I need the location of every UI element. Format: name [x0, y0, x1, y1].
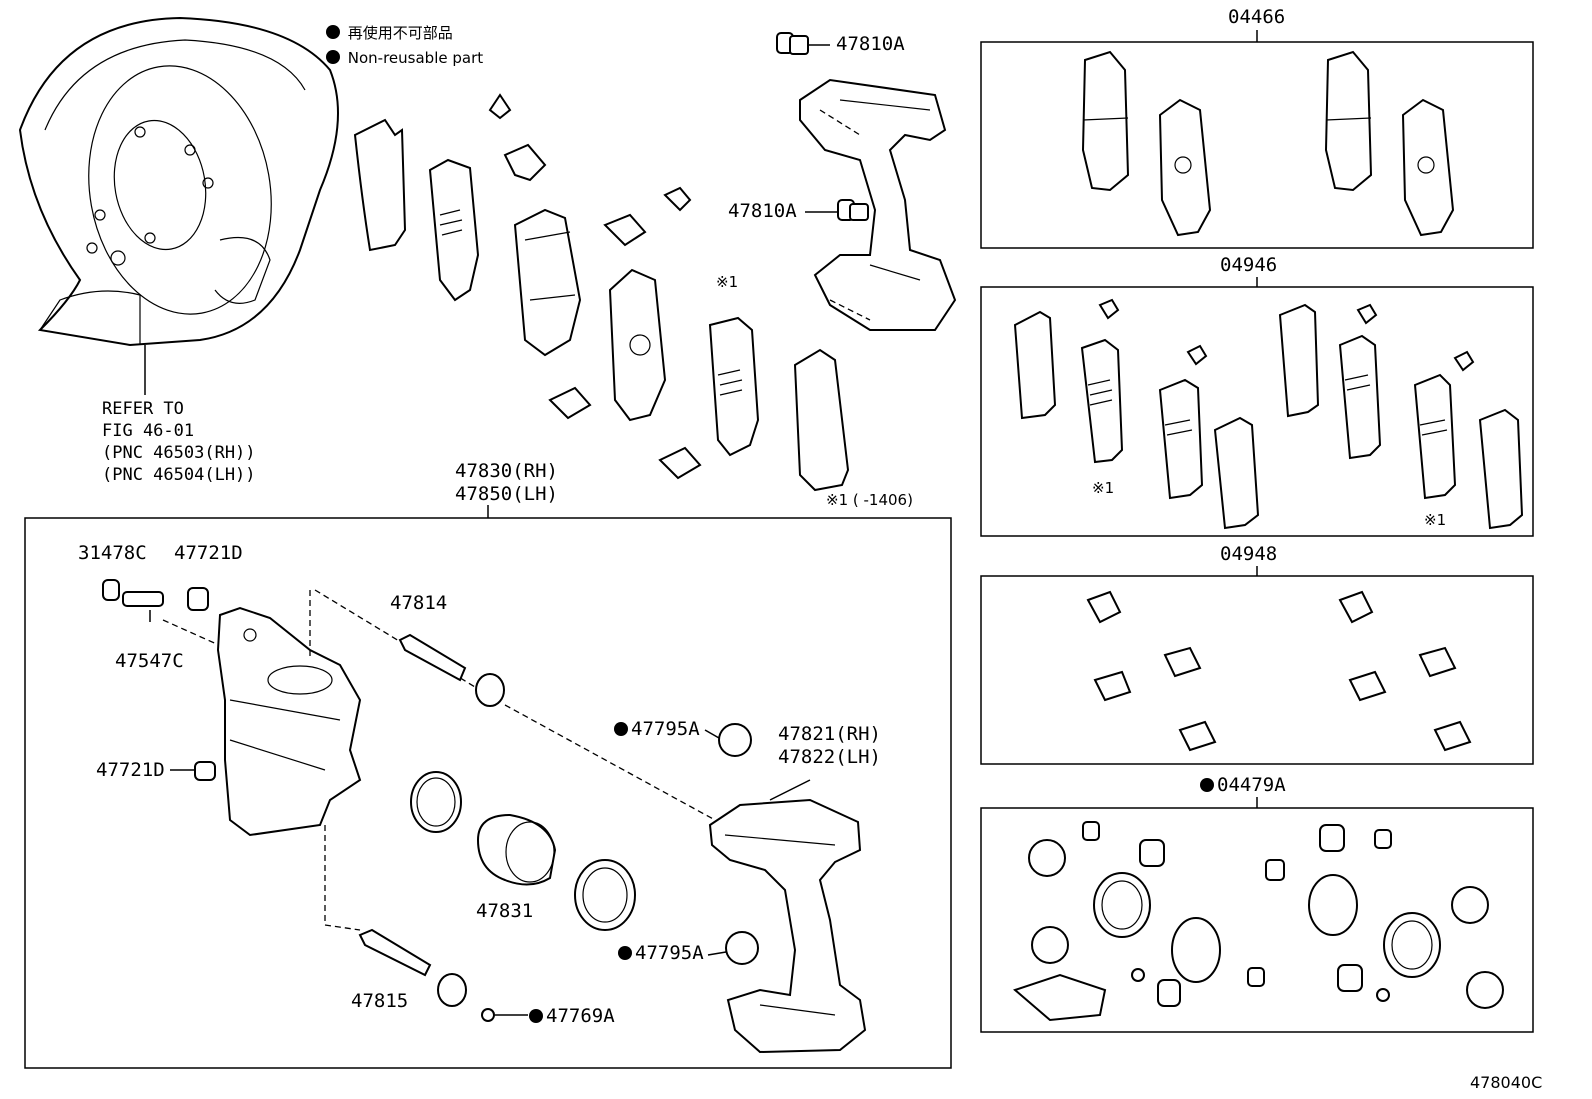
- figure-id: 478040C: [1470, 1073, 1543, 1092]
- part-47795A-bottom: 47795A: [618, 943, 704, 964]
- mount-leader-line: [769, 779, 811, 801]
- part-47795A-bottom-text: 47795A: [635, 942, 704, 964]
- reference-line-4: (PNC 46504(LH)): [102, 465, 256, 485]
- footnote-label: ※1 ( -1406): [826, 491, 913, 509]
- non-reusable-dot-icon: [529, 1009, 543, 1023]
- group-04466-label: 04466: [1228, 6, 1286, 28]
- part-47810A-mid: 47810A: [728, 200, 797, 222]
- shims-04946-drawing: [1013, 298, 1524, 530]
- caliper-assembly-drawing: [102, 579, 867, 1054]
- pads-04466-drawing: [1081, 50, 1455, 237]
- part-47815: 47815: [351, 990, 409, 1012]
- part-47721D-side: 47721D: [96, 759, 165, 781]
- part-47547C: 47547C: [115, 650, 184, 672]
- non-reusable-dot-icon: [614, 722, 628, 736]
- part-47821: 47821(RH): [778, 723, 881, 745]
- part-31478C: 31478C: [78, 542, 147, 564]
- bolt-47810A-drawing: [776, 32, 869, 221]
- group-04948-label: 04948: [1220, 543, 1278, 565]
- caliper-assy-lh: 47850(LH): [455, 483, 558, 505]
- legend-english-text: Non-reusable part: [347, 49, 484, 67]
- part-47795A-top-text: 47795A: [631, 718, 700, 740]
- reference-line-3: (PNC 46503(RH)): [102, 443, 256, 463]
- shim-mark-label-b: ※1: [1424, 511, 1447, 529]
- kit-04479A-drawing: [1013, 821, 1504, 1022]
- part-47721D-top: 47721D: [174, 542, 243, 564]
- group-04479A-text: 04479A: [1217, 774, 1286, 796]
- non-reusable-dot-icon: [326, 25, 340, 39]
- part-47795A-top: 47795A: [614, 719, 700, 740]
- legend-japanese: 再使用不可部品: [326, 23, 453, 44]
- part-47810A-top: 47810A: [836, 33, 905, 55]
- pad-shim-row-drawing: [353, 93, 850, 492]
- part-47814: 47814: [390, 592, 448, 614]
- reference-line-1: REFER TO: [102, 399, 184, 419]
- group-04946-label: 04946: [1220, 254, 1278, 276]
- part-47831: 47831: [476, 900, 534, 922]
- legend-japanese-text: 再使用不可部品: [347, 24, 453, 42]
- part-47769A: 47769A: [529, 1006, 615, 1027]
- clips-04948-drawing: [1086, 590, 1472, 752]
- reference-line-2: FIG 46-01: [102, 421, 195, 441]
- non-reusable-dot-icon: [618, 946, 632, 960]
- shim-mark-label-a: ※1: [1092, 479, 1115, 497]
- shim-mark-label: ※1: [716, 273, 739, 291]
- dust-shield-drawing: [18, 16, 339, 347]
- group-04479A-label: 04479A: [1200, 775, 1286, 796]
- non-reusable-dot-icon: [1200, 778, 1214, 792]
- legend-english: Non-reusable part: [326, 48, 483, 69]
- part-47822: 47822(LH): [778, 746, 881, 768]
- caliper-assy-rh: 47830(RH): [455, 460, 558, 482]
- part-47769A-text: 47769A: [546, 1005, 615, 1027]
- caliper-mount-top-drawing: [799, 78, 957, 331]
- non-reusable-dot-icon: [326, 50, 340, 64]
